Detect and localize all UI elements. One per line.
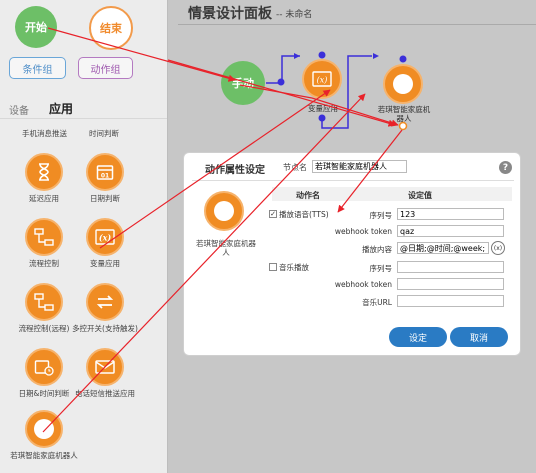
switch-arrows-icon xyxy=(86,283,124,321)
page-title: 情景设计面板 xyxy=(188,6,272,22)
variable-node-output-port xyxy=(318,114,326,122)
action-group-button[interactable]: 动作组 xyxy=(78,57,133,79)
cancel-button[interactable]: 取消 xyxy=(450,327,508,347)
node-name-label: 节点名 xyxy=(283,163,307,172)
condition-group-button[interactable]: 条件组 xyxy=(9,57,66,79)
palette-item-variable[interactable]: (x) 变量应用 xyxy=(66,218,144,268)
svg-text:01: 01 xyxy=(101,173,109,180)
device-robot-icon xyxy=(204,191,244,231)
canvas-node-label: 变量应用 xyxy=(308,104,338,113)
svg-text:(x): (x) xyxy=(317,76,328,85)
svg-text:(x): (x) xyxy=(99,233,112,243)
tts-checkbox[interactable]: ✓ xyxy=(269,210,277,218)
device-name: 若琪智能家庭机器人 xyxy=(196,239,256,257)
canvas-node-manual[interactable]: 手动 xyxy=(221,61,265,105)
palette-item-sms-push[interactable]: 电话短信推送应用 xyxy=(66,348,144,398)
palette-item-label: 手机消息推送 xyxy=(22,129,67,138)
robot-node-output-port xyxy=(398,121,408,131)
arrow-to-robot-port xyxy=(167,59,396,127)
variable-icon: (x) xyxy=(86,218,124,256)
palette-item-label: 变量应用 xyxy=(90,259,120,268)
canvas-node-label: 若琪智能家庭机器人 xyxy=(377,105,431,123)
robot-icon xyxy=(25,410,63,448)
field-label: 序列号 xyxy=(369,264,393,273)
start-node-button[interactable]: 开始 xyxy=(15,6,57,48)
field-label: 序列号 xyxy=(369,211,393,220)
help-icon[interactable]: ? xyxy=(499,161,512,174)
palette-item-label: 若琪智能家庭机器人 xyxy=(10,451,78,460)
field-label: 播放内容 xyxy=(362,245,392,254)
webhook-token-input[interactable] xyxy=(397,225,504,237)
robot-node-input-port xyxy=(399,55,407,63)
tab-device[interactable]: 设备 xyxy=(9,106,29,117)
palette-item-label: 电话短信推送应用 xyxy=(75,389,135,398)
canvas-node-variable[interactable]: (x) xyxy=(302,59,342,99)
node-name-input[interactable] xyxy=(312,160,407,173)
palette-item-label: 日期判断 xyxy=(90,194,120,203)
music-webhook-token-input[interactable] xyxy=(397,278,504,290)
variable-icon: (x) xyxy=(312,71,332,87)
tab-app[interactable]: 应用 xyxy=(49,102,74,116)
column-header-action: 动作名 xyxy=(296,191,320,200)
field-label: 音乐URL xyxy=(362,298,392,307)
connector-start-variable xyxy=(266,55,300,84)
dialog-title: 动作属性设定 xyxy=(205,165,265,176)
confirm-button[interactable]: 设定 xyxy=(389,327,447,347)
component-palette: 开始 结束 条件组 动作组 设备 应用 手机消息推送 时间判断 延迟应用 01 … xyxy=(0,0,168,473)
datetime-icon xyxy=(25,348,63,386)
insert-variable-button[interactable]: (x) xyxy=(491,241,505,255)
sms-icon xyxy=(86,348,124,386)
calendar-icon: 01 xyxy=(86,153,124,191)
flowchart-remote-icon xyxy=(25,283,63,321)
flowchart-icon xyxy=(25,218,63,256)
palette-item-multi-switch[interactable]: 多控开关(支持触发) xyxy=(66,283,144,333)
field-label: webhook token xyxy=(334,280,392,289)
variable-node-input-port xyxy=(318,51,326,59)
play-content-input[interactable] xyxy=(397,242,489,254)
scene-name: -- 未命名 xyxy=(276,10,313,20)
field-label: webhook token xyxy=(334,227,392,236)
palette-item-label: 时间判断 xyxy=(89,129,119,138)
palette-item-robot[interactable]: 若琪智能家庭机器人 xyxy=(5,410,83,460)
music-url-input[interactable] xyxy=(397,295,504,307)
music-serial-input[interactable] xyxy=(397,261,504,273)
column-header-value: 设定值 xyxy=(408,191,432,200)
title-divider xyxy=(178,24,536,25)
robot-icon xyxy=(393,74,413,94)
palette-item-date-judge[interactable]: 01 日期判断 xyxy=(66,153,144,203)
serial-input[interactable] xyxy=(397,208,504,220)
dialog-divider xyxy=(192,180,514,181)
music-checkbox[interactable] xyxy=(269,263,277,271)
canvas-node-robot[interactable] xyxy=(383,64,423,104)
tab-divider xyxy=(0,118,167,119)
palette-item-label: 多控开关(支持触发) xyxy=(72,324,138,333)
music-action-name: 音乐播放 xyxy=(279,263,309,272)
action-properties-dialog: 动作属性设定 节点名 ? 若琪智能家庭机器人 动作名 设定值 ✓ 播放语音(TT… xyxy=(183,152,521,356)
hourglass-icon xyxy=(25,153,63,191)
end-node-button[interactable]: 结束 xyxy=(89,6,133,50)
